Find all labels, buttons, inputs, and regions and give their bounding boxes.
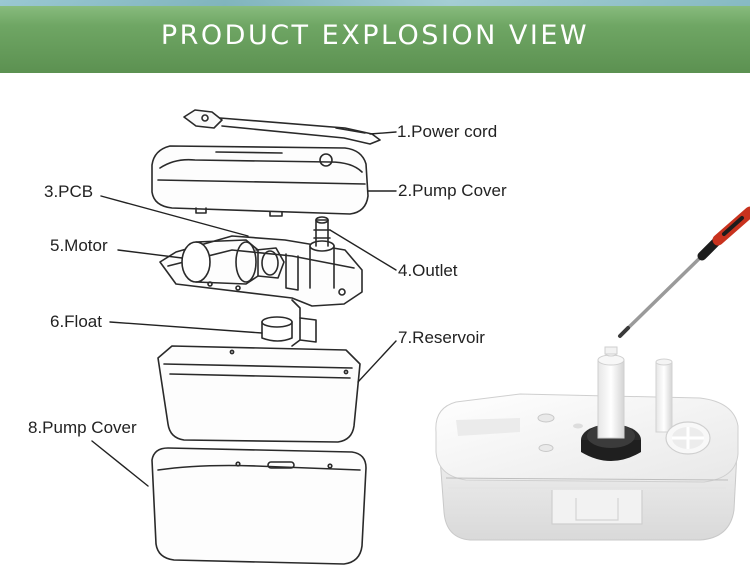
label-outlet: 4.Outlet: [398, 261, 458, 280]
pump-cover-bottom-drawing: [151, 447, 367, 565]
leader-lines: [91, 131, 397, 487]
title-banner: PRODUCT EXPLOSION VIEW: [0, 0, 750, 73]
leader-power-cord: [369, 131, 397, 135]
pcb-motor-assembly-drawing: [159, 216, 363, 307]
reservoir-drawing: [157, 345, 361, 443]
pump-cover-top-drawing: [151, 145, 369, 217]
pump-unit-photo: [435, 346, 739, 541]
leader-pump-cover-bottom: [91, 440, 149, 487]
leader-pcb: [100, 195, 249, 237]
label-float: 6.Float: [50, 312, 102, 331]
leader-outlet: [329, 229, 397, 271]
label-pump-cover-bottom: 8.Pump Cover: [28, 418, 137, 437]
banner-title: PRODUCT EXPLOSION VIEW: [160, 20, 590, 51]
power-cord-drawing: [183, 109, 381, 145]
screwdriver-icon: [618, 206, 750, 338]
label-pump-cover-top: 2.Pump Cover: [398, 181, 507, 200]
label-motor: 5.Motor: [50, 236, 108, 255]
leader-float: [109, 321, 263, 334]
leader-reservoir: [357, 340, 397, 383]
float-drawing: [261, 299, 317, 347]
leader-motor: [117, 249, 183, 259]
label-pcb: 3.PCB: [44, 182, 94, 201]
label-reservoir: 7.Reservoir: [398, 328, 485, 347]
label-power-cord: 1.Power cord: [397, 122, 498, 141]
